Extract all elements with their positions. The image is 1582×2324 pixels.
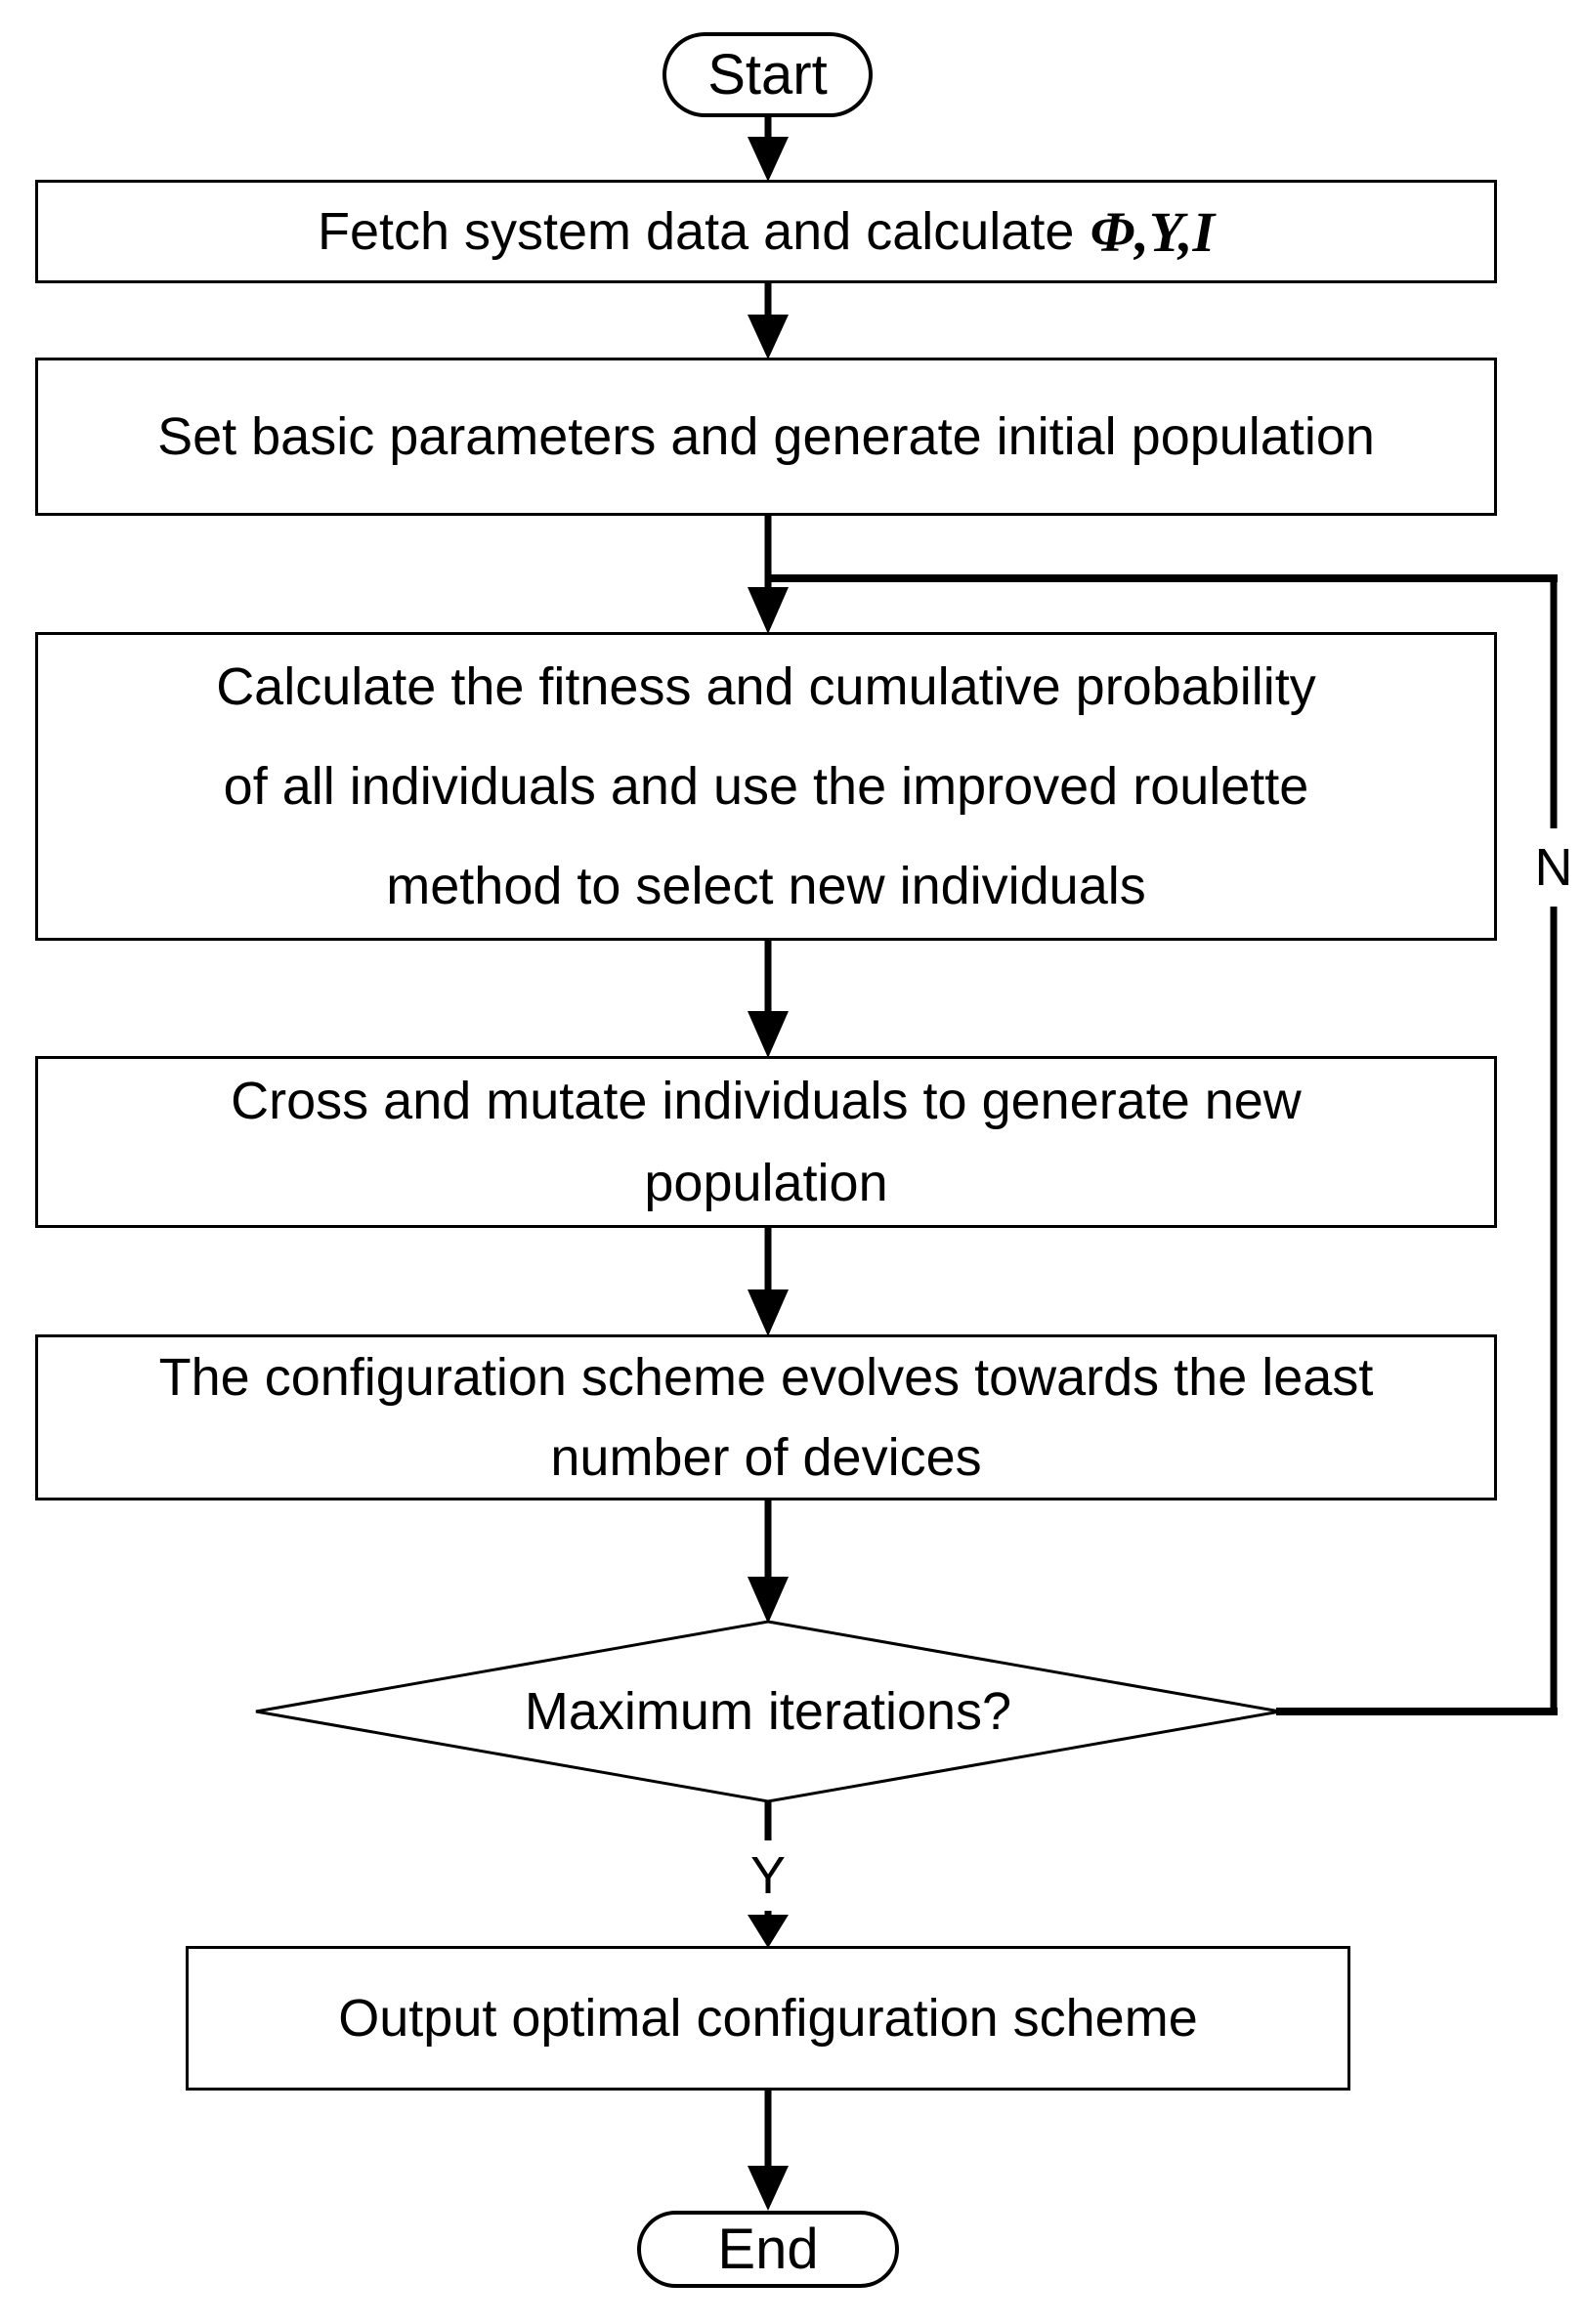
arrow-selection-to-crossover-head: [748, 1011, 789, 1058]
process-fetch-system-data: Fetch system data and calculate Φ,Y,I: [35, 180, 1497, 283]
fetch-math-symbols: Φ,Y,I: [1090, 199, 1216, 264]
arrow-start-to-fetch-head: [748, 137, 789, 182]
arrow-output-to-end-head: [748, 2166, 789, 2211]
output-scheme-label: Output optimal configuration scheme: [338, 1989, 1198, 2048]
decision-label: Maximum iterations?: [524, 1682, 1012, 1741]
yes-branch-label: Y: [737, 1840, 799, 1911]
selection-label-line1: Calculate the fitness and cumulative pro…: [216, 657, 1316, 716]
fetch-label: Fetch system data and calculate: [317, 202, 1075, 261]
process-set-parameters: Set basic parameters and generate initia…: [35, 358, 1497, 516]
arrow-crossover-to-evolution-head: [748, 1289, 789, 1336]
selection-label-line2: of all individuals and use the improved …: [223, 757, 1309, 816]
start-terminator: Start: [663, 32, 873, 117]
arrow-decision-to-output-head: [748, 1915, 789, 1948]
end-label: End: [717, 2218, 819, 2281]
arrow-params-to-selection-head: [748, 587, 789, 634]
arrow-evolution-to-decision-head: [748, 1577, 789, 1624]
no-branch-label: N: [1518, 828, 1582, 907]
process-selection: Calculate the fitness and cumulative pro…: [35, 632, 1497, 941]
evolution-label: The configuration scheme evolves towards…: [158, 1348, 1374, 1487]
process-evolution: The configuration scheme evolves towards…: [35, 1334, 1497, 1500]
process-crossover-mutation: Cross and mutate individuals to generate…: [35, 1056, 1497, 1228]
selection-label-line3: method to select new individuals: [386, 857, 1146, 915]
set-parameters-label: Set basic parameters and generate initia…: [157, 407, 1375, 466]
start-label: Start: [707, 43, 828, 106]
end-terminator: End: [637, 2211, 899, 2288]
crossover-mutation-label: Cross and mutate individuals to generate…: [231, 1072, 1302, 1212]
process-output-scheme: Output optimal configuration scheme: [186, 1946, 1350, 2091]
arrow-fetch-to-params-head: [748, 315, 789, 359]
